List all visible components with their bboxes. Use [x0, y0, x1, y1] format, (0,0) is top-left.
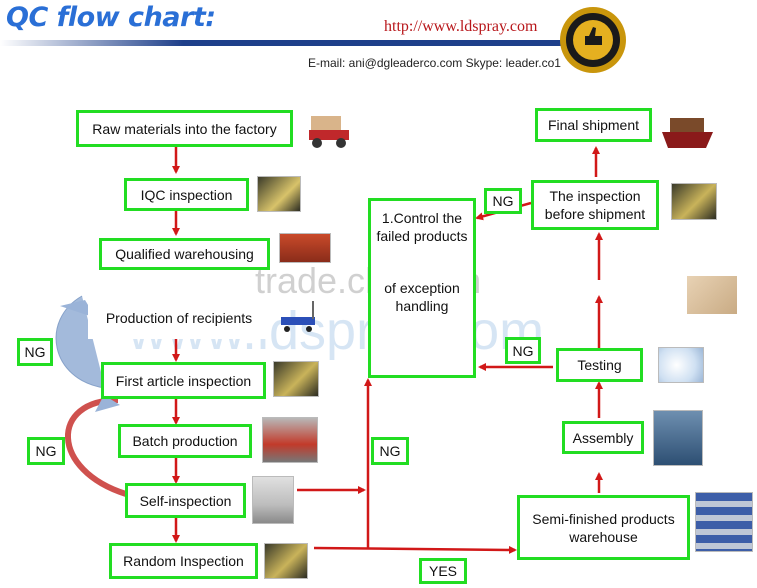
self-inspection-box: Self-inspection — [125, 483, 246, 518]
raw-materials-label: Raw materials into the factory — [92, 120, 277, 137]
first-article-box: First article inspection — [101, 362, 266, 399]
ship-image — [660, 108, 715, 154]
testing-label: Testing — [577, 357, 622, 373]
iqc-inspection-label: IQC inspection — [140, 186, 233, 203]
iqc-photo — [257, 176, 301, 212]
semi-finished-box: Semi-finished products warehouse — [517, 495, 690, 560]
truck-image — [305, 110, 357, 150]
carton-photo — [687, 276, 737, 314]
ng-label-left-top: NG — [17, 338, 53, 366]
random-inspection-box: Random Inspection — [109, 543, 258, 579]
first-article-label: First article inspection — [115, 372, 252, 389]
testing-box: Testing — [556, 348, 643, 382]
contact-info: E-mail: ani@dgleaderco.com Skype: leader… — [308, 56, 561, 70]
ng-label-right-top: NG — [484, 188, 522, 214]
random-inspection-photo — [264, 543, 308, 579]
failed-control-line1: 1.Control the failed products — [376, 210, 468, 244]
first-article-photo — [273, 361, 319, 397]
machine-photo — [262, 417, 318, 463]
batch-production-box: Batch production — [118, 424, 252, 458]
qualified-warehousing-label: Qualified warehousing — [115, 246, 254, 262]
raw-materials-box: Raw materials into the factory — [76, 110, 293, 147]
pre-shipment-photo — [671, 183, 717, 220]
ng-label-right-mid: NG — [505, 337, 541, 364]
qualified-warehousing-box: Qualified warehousing — [99, 238, 270, 270]
final-shipment-box: Final shipment — [535, 108, 652, 142]
assembly-box: Assembly — [562, 421, 644, 454]
batch-production-label: Batch production — [132, 433, 238, 449]
guarantee-badge — [558, 5, 628, 75]
ng-label-left-bottom: NG — [27, 437, 65, 465]
self-inspection-label: Self-inspection — [139, 492, 232, 509]
testing-photo — [658, 347, 704, 383]
inspection-before-shipment-label: The inspection before shipment — [544, 188, 646, 222]
inspection-before-shipment-box: The inspection before shipment — [531, 180, 659, 230]
website-link[interactable]: http://www.ldspray.com — [384, 18, 538, 35]
ng-label-center: NG — [371, 437, 409, 465]
assembly-photo — [653, 410, 703, 466]
final-shipment-label: Final shipment — [547, 117, 640, 133]
shelves-photo — [695, 492, 753, 552]
iqc-inspection-box: IQC inspection — [124, 178, 249, 211]
random-inspection-label: Random Inspection — [123, 553, 244, 569]
semi-finished-label: Semi-finished products warehouse — [532, 510, 675, 545]
page-title: QC flow chart: — [6, 2, 216, 33]
warehouse-photo — [279, 233, 331, 263]
failed-control-line2: of exception handling — [384, 280, 460, 314]
assembly-label: Assembly — [572, 429, 634, 446]
production-recipients-label: Production of recipients — [105, 309, 253, 326]
self-inspection-photo — [252, 476, 294, 524]
yes-label: YES — [419, 558, 467, 584]
cart-photo — [279, 299, 319, 334]
header-bar — [0, 40, 610, 46]
production-recipients-box: Production of recipients — [88, 296, 270, 339]
failed-control-box: 1.Control the failed products of excepti… — [368, 198, 476, 378]
